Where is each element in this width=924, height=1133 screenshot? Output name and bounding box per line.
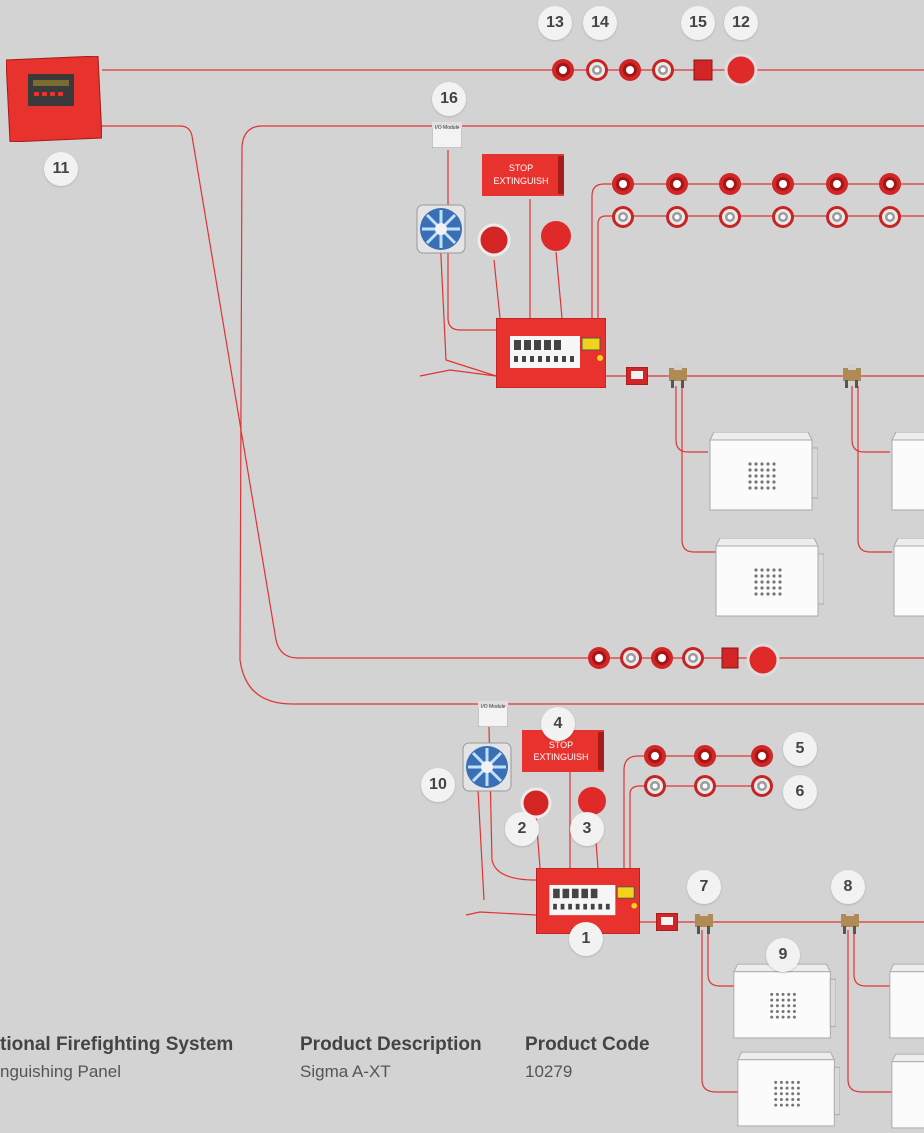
stop-label: STOP <box>509 163 533 173</box>
fire-detector <box>746 643 780 677</box>
beacon-icon <box>644 775 666 797</box>
sounder-icon <box>694 745 716 767</box>
sounder-icon <box>520 787 552 819</box>
gas-cylinder-unit <box>891 1053 924 1129</box>
sounder-icon <box>666 173 688 195</box>
callout-6: 6 <box>783 775 817 809</box>
footer-code: Product Code 10279 <box>525 1034 650 1082</box>
gas-cylinder-unit <box>889 963 924 1039</box>
beacon-icon <box>682 647 704 669</box>
fire-detector <box>724 53 758 87</box>
flow-switch-icon <box>626 367 648 385</box>
callout-1: 1 <box>569 922 603 956</box>
code-title: Product Code <box>525 1034 650 1055</box>
abort-button <box>541 221 571 251</box>
sounder-icon <box>612 173 634 195</box>
footer-description: Product Description Sigma A-XT <box>300 1034 482 1082</box>
sounder-icon <box>477 223 511 257</box>
cabling <box>102 69 924 1093</box>
code-value: 10279 <box>525 1062 573 1081</box>
callout-2: 2 <box>505 812 539 846</box>
beacon-icon <box>719 206 741 228</box>
gas-cylinder-unit <box>891 432 924 511</box>
callout-5: 5 <box>783 732 817 766</box>
gas-cylinder-unit <box>737 1051 840 1127</box>
callout-13: 13 <box>538 6 572 40</box>
beacon-icon <box>652 59 674 81</box>
callout-10: 10 <box>421 768 455 802</box>
gas-cylinder-unit <box>715 538 824 617</box>
io-module-label: I/O Module <box>481 704 506 710</box>
sounder-icon <box>588 647 610 669</box>
main-fire-alarm-panel <box>6 56 102 142</box>
nozzle-icon <box>695 910 713 934</box>
callout-8: 8 <box>831 870 865 904</box>
beacon-icon <box>826 206 848 228</box>
callout-7: 7 <box>687 870 721 904</box>
callout-15: 15 <box>681 6 715 40</box>
fan-icon <box>416 204 466 254</box>
sounder-icon <box>826 173 848 195</box>
footer-system: tional Firefighting System nguishing Pan… <box>0 1034 233 1082</box>
system-title: tional Firefighting System <box>0 1034 234 1055</box>
extinguish-label: EXTINGUISH <box>493 176 548 186</box>
beacon-icon <box>612 206 634 228</box>
beacon-icon <box>620 647 642 669</box>
fan-icon <box>462 742 512 792</box>
extinguish-label: EXTINGUISH <box>533 752 588 762</box>
gas-cylinder-unit <box>893 538 924 617</box>
sounder-icon <box>719 173 741 195</box>
sounder-icon <box>772 173 794 195</box>
gas-cylinder-unit <box>733 963 836 1039</box>
gas-cylinder-unit <box>709 432 818 511</box>
stop-label: STOP <box>549 740 573 750</box>
nozzle-icon <box>843 364 861 388</box>
sounder-icon <box>644 745 666 767</box>
beacon-icon <box>694 775 716 797</box>
beacon-icon <box>751 775 773 797</box>
stop-extinguish-sign <box>482 154 564 196</box>
sounder-icon <box>552 59 574 81</box>
callout-9: 9 <box>766 938 800 972</box>
sounder-icon <box>619 59 641 81</box>
manual-call-point <box>693 59 713 81</box>
io-module-label: I/O Module <box>435 125 460 131</box>
beacon-icon <box>586 59 608 81</box>
flow-switch-icon <box>656 913 678 931</box>
upper-beacon-row <box>612 206 901 228</box>
callout-4: 4 <box>541 707 575 741</box>
system-subtitle: nguishing Panel <box>0 1062 121 1081</box>
callout-11: 11 <box>44 152 78 186</box>
beacon-icon <box>879 206 901 228</box>
callout-14: 14 <box>583 6 617 40</box>
description-value: Sigma A-XT <box>300 1062 391 1081</box>
nozzle-icon <box>669 364 687 388</box>
sounder-icon <box>751 745 773 767</box>
nozzle-icon <box>841 910 859 934</box>
callout-12: 12 <box>724 6 758 40</box>
sounder-icon <box>879 173 901 195</box>
beacon-icon <box>772 206 794 228</box>
callout-3: 3 <box>570 812 604 846</box>
beacon-icon <box>666 206 688 228</box>
abort-button <box>578 787 606 815</box>
sounder-icon <box>651 647 673 669</box>
manual-call-point <box>721 647 739 669</box>
callout-16: 16 <box>432 82 466 116</box>
extinguishing-panel <box>496 318 606 388</box>
description-title: Product Description <box>300 1034 482 1055</box>
